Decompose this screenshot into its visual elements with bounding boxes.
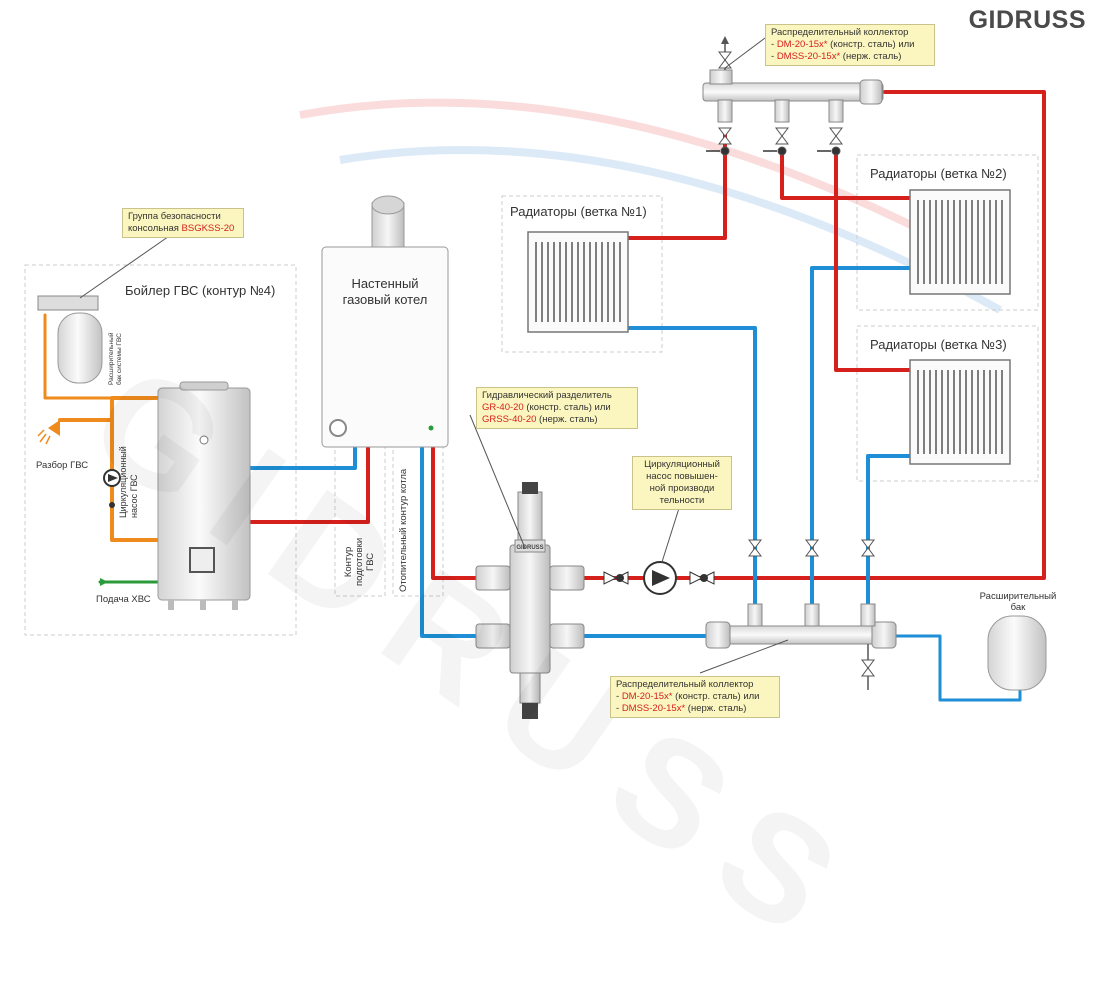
- radiator2: [909, 189, 1011, 295]
- tank-hot-pipe: [248, 446, 370, 524]
- top-collector-line2: - DMSS-20-15x* (нерж. сталь): [771, 51, 902, 62]
- separator-logo: GIDRUSS: [516, 545, 543, 551]
- dhw-expansion-tank: [37, 295, 103, 384]
- expansion-tank: [987, 615, 1047, 691]
- tank-cold-pipe: [248, 446, 357, 470]
- separator-code2: GRSS-40-20: [482, 414, 537, 425]
- dhw-pump-label: Циркуляционный насос ГВС: [118, 446, 140, 518]
- top-collector-title: Распределительный коллектор: [771, 27, 909, 38]
- main-supply-pipe: [583, 90, 1046, 580]
- bottom-collector-rest1: (констр. сталь) или: [672, 691, 760, 702]
- brand-logo: GIDRUSS: [968, 6, 1086, 34]
- bottom-collector-code1: DM-20-15x*: [621, 691, 673, 702]
- radiator2-label: Радиаторы (ветка №2): [870, 166, 1007, 181]
- separator-note: Гидравлический разделитель GR-40-20 (кон…: [476, 387, 638, 429]
- bottom-collector-line2: - DMSS-20-15x* (нерж. сталь): [616, 703, 747, 714]
- top-collector-note: Распределительный коллектор - DM-20-15x*…: [765, 24, 935, 66]
- radiator3-label: Радиаторы (ветка №3): [870, 337, 1007, 352]
- top-collector-code1: DM-20-15x*: [776, 39, 828, 50]
- separator-line3: GRSS-40-20 (нерж. сталь): [482, 414, 632, 426]
- dhw-tank: [157, 381, 251, 610]
- bottom-collector-code2: DMSS-20-15x*: [621, 703, 686, 714]
- rad3-supply: [834, 148, 912, 372]
- dhw-contour-label: Контур подготовки ГВС: [343, 538, 376, 586]
- pump-line3: ной производи: [649, 483, 715, 494]
- boiler-label: Настенный газовый котел: [322, 276, 448, 308]
- separator-line2: GR-40-20 (констр. сталь) или: [482, 402, 632, 414]
- dhw-tank-title: Бойлер ГВС (контур №4): [125, 283, 276, 298]
- dhw-pump-arrow-icon: [108, 474, 118, 482]
- radiator1-panel: [501, 195, 663, 353]
- scheme-canvas: GIDRUSS: [24, 36, 1047, 719]
- separator-rest1: (констр. сталь) или: [523, 402, 611, 413]
- boiler-supply-pipe: [431, 446, 482, 580]
- rad1-supply: [626, 133, 727, 240]
- expansion-pipe: [893, 634, 1022, 702]
- rad1-return: [626, 326, 757, 617]
- dhw-recirc-pipe: [110, 418, 160, 542]
- safety-group-line1: Группа безопасности: [128, 211, 221, 222]
- expansion-tank-line1: Расширительный: [979, 591, 1057, 602]
- bottom-collector-title: Распределительный коллектор: [616, 679, 754, 690]
- dhw-expansion-line1: Расширительный: [108, 332, 115, 385]
- safety-group-prefix: консольная: [128, 223, 182, 234]
- circulation-pump: [603, 561, 715, 595]
- dhw-outlet-label: Разбор ГВС: [36, 460, 89, 471]
- bottom-valves: [748, 539, 875, 557]
- bottom-collector-note: Распределительный коллектор - DM-20-15x*…: [610, 676, 780, 718]
- bottom-collector-rest2: (нерж. сталь): [685, 703, 747, 714]
- safety-group-code: BSGKSS-20: [181, 223, 235, 234]
- boiler-return-pipe: [420, 446, 482, 638]
- boiler-label-line1: Настенный: [351, 276, 419, 291]
- dhw-pump-line2: насос ГВС: [129, 474, 139, 518]
- top-collector-line1: - DM-20-15x* (констр. сталь) или: [771, 39, 915, 50]
- heating-scheme-diagram: GIDRUSS GIDRUSS GIDRUSS Распределительн: [24, 6, 1086, 982]
- bottom-manifold: [705, 603, 897, 690]
- top-collector-code2: DMSS-20-15x*: [776, 51, 841, 62]
- radiator3: [909, 359, 1011, 465]
- cold-feed-arrow-icon: [100, 578, 108, 586]
- dhw-contour-line2: подготовки: [354, 537, 365, 586]
- radiator1: [527, 231, 629, 333]
- top-valves: [706, 127, 843, 156]
- top-collector-rest1: (констр. сталь) или: [827, 39, 915, 50]
- boiler-label-line2: газовый котел: [342, 292, 428, 307]
- dhw-panel: [24, 264, 297, 636]
- expansion-tank-label: Расширительный бак: [968, 591, 1068, 613]
- top-manifold: [702, 36, 884, 123]
- bottom-collector-line1: - DM-20-15x* (констр. сталь) или: [616, 691, 760, 702]
- separator-line1: Гидравлический разделитель: [482, 390, 612, 401]
- cold-feed-label: Подача ХВС: [96, 594, 151, 605]
- check-valve-icon: [109, 502, 115, 508]
- swoosh-blue: [339, 146, 1002, 314]
- heating-contour-label: Отопительный контур котла: [398, 468, 409, 592]
- hydraulic-separator: GIDRUSS: [475, 482, 585, 719]
- swoosh-red: [299, 98, 962, 254]
- dhw-out-pipe: [58, 396, 160, 422]
- dhw-expansion-label: Расширительный бак системы ГВС: [108, 333, 124, 385]
- dhw-safety-pipe: [43, 313, 114, 400]
- dhw-contour-line3: ГВС: [365, 552, 376, 571]
- pump-line1: Циркуляционный: [644, 459, 720, 470]
- pump-line2: насос повышен-: [646, 471, 718, 482]
- safety-group-line2: консольная BSGKSS-20: [128, 223, 238, 235]
- dhw-expansion-line2: бак системы ГВС: [116, 333, 123, 385]
- rad2-supply: [780, 148, 912, 200]
- separator-rest2: (нерж. сталь): [536, 414, 598, 425]
- separator-code1: GR-40-20: [482, 402, 524, 413]
- rad2-return: [810, 266, 912, 617]
- shower-head-icon: [37, 420, 60, 445]
- expansion-tank-line2: бак: [1010, 602, 1026, 613]
- dhw-pump-line1: Циркуляционный: [118, 446, 128, 518]
- dhw-contour-line1: Контур: [343, 546, 354, 578]
- pump-note: Циркуляционный насос повышен- ной произв…: [632, 456, 732, 510]
- pump-line4: тельности: [659, 495, 705, 506]
- rad3-return: [866, 454, 912, 617]
- top-collector-rest2: (нерж. сталь): [840, 51, 902, 62]
- safety-group-note: Группа безопасности консольная BSGKSS-20: [122, 208, 244, 238]
- leader-lines: [79, 37, 789, 674]
- wall-boiler: [321, 195, 449, 448]
- radiator1-label: Радиаторы (ветка №1): [510, 204, 647, 219]
